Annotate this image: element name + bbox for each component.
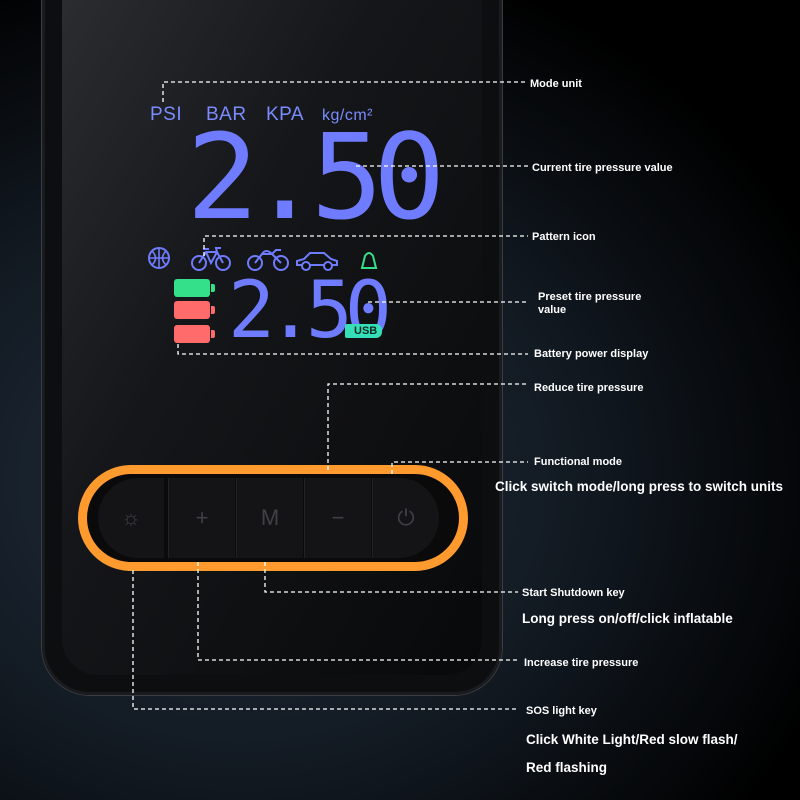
unit-kgcm2: kg/cm² [322, 107, 373, 124]
leader-mode-unit [162, 81, 528, 102]
callout-start-shutdown-desc: Long press on/off/click inflatable [522, 611, 733, 626]
battery-full-icon [174, 279, 215, 297]
callout-sos-light-desc-2: Red flashing [526, 760, 608, 775]
sos-light-button[interactable]: ☼ [98, 478, 164, 558]
mode-button[interactable]: M [236, 478, 303, 558]
leader-increase-pressure [197, 562, 518, 661]
unit-psi: PSI [150, 104, 183, 125]
increase-pressure-button[interactable]: + [168, 478, 235, 558]
battery-low-icon [174, 325, 215, 343]
usb-badge: USB [345, 324, 383, 338]
battery-half-icon [174, 301, 215, 319]
callout-current-pressure: Current tire pressure value [532, 162, 673, 174]
callout-battery-display: Battery power display [534, 348, 649, 360]
callout-functional-mode: Functional mode [534, 456, 622, 468]
callout-reduce-pressure: Reduce tire pressure [534, 382, 644, 394]
leader-sos-light [132, 570, 518, 710]
leader-battery [177, 344, 528, 355]
ball-icon [148, 247, 170, 269]
callout-preset-pressure-2: value [538, 304, 567, 316]
custom-icon [360, 252, 378, 269]
callout-functional-mode-desc: Click switch mode/long press to switch u… [495, 479, 784, 494]
callout-preset-pressure-1: Preset tire pressure [538, 291, 642, 303]
leader-reduce-pressure [327, 383, 528, 470]
motorcycle-icon [247, 249, 289, 271]
leader-start-shutdown [264, 562, 518, 593]
unit-bar: BAR [206, 104, 247, 125]
leader-pattern-icon [203, 235, 528, 256]
unit-kpa: KPA [266, 104, 305, 125]
decrease-pressure-button[interactable]: − [304, 478, 371, 558]
leader-functional-mode [391, 461, 528, 474]
callout-pattern-icon: Pattern icon [532, 231, 596, 243]
callout-increase-pressure: Increase tire pressure [524, 657, 639, 669]
car-icon [296, 252, 338, 271]
callout-sos-light-desc-1: Click White Light/Red slow flash/ [526, 732, 738, 747]
callout-sos-light: SOS light key [526, 705, 597, 717]
callout-mode-unit: Mode unit [530, 78, 582, 90]
bicycle-icon [191, 247, 231, 271]
callout-start-shutdown: Start Shutdown key [522, 587, 625, 599]
power-button[interactable]: ⏻ [372, 478, 439, 558]
